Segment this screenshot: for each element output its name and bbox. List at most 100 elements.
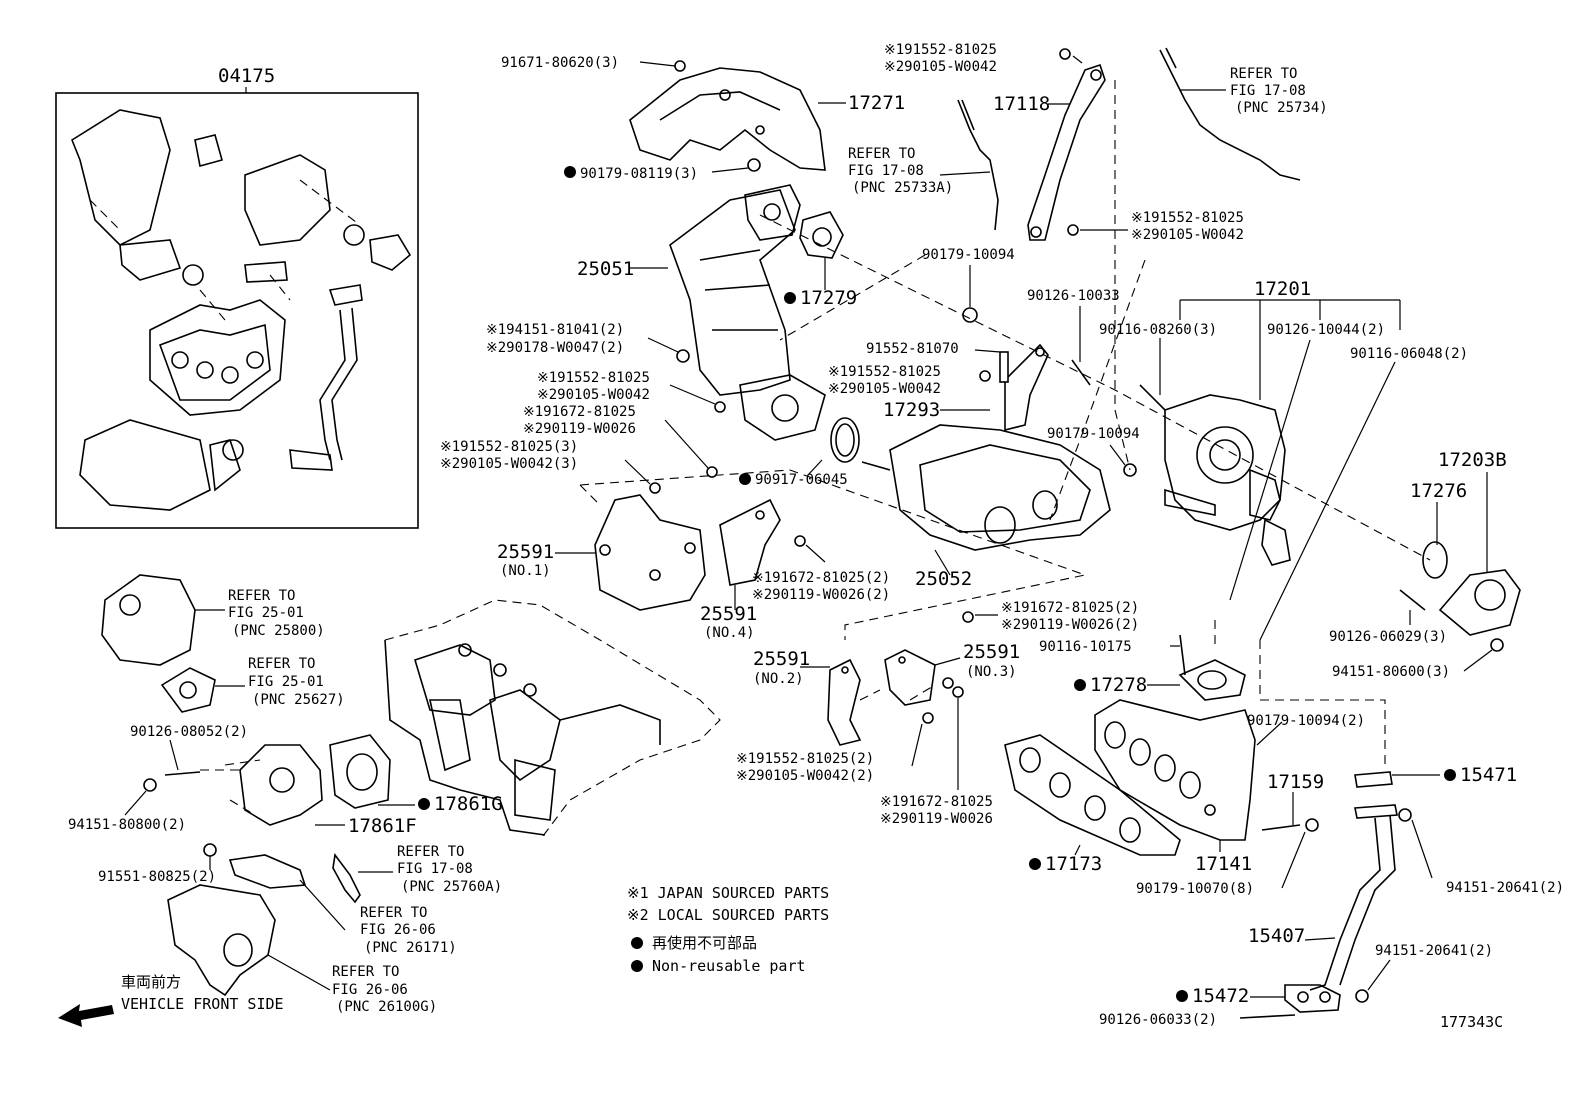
ref-25760A-l3: (PNC 25760A) bbox=[401, 879, 502, 895]
part-17278-gasket: 90116-10175 17278 bbox=[1039, 634, 1246, 701]
label-15472: 15472 bbox=[1192, 985, 1249, 1007]
label-no1-2: ※290105-W0042(3) bbox=[440, 456, 578, 472]
ref-25734-l2: FIG 17-08 bbox=[1230, 83, 1306, 99]
ref-26171-l2: FIG 26-06 bbox=[360, 922, 436, 938]
label-17278: 17278 bbox=[1090, 674, 1147, 696]
ref-26100G-l3: (PNC 26100G) bbox=[336, 999, 437, 1015]
label-no2-2: ※290105-W0042(2) bbox=[736, 768, 874, 784]
label-25591-no4: 25591 bbox=[700, 603, 757, 625]
ref-26171: REFER TO FIG 26-06 (PNC 26171) bbox=[228, 854, 457, 956]
label-90126-10044: 90126-10044(2) bbox=[1267, 322, 1385, 338]
part-17173-gasket: 17173 bbox=[1004, 734, 1181, 875]
label-94151-80800: 94151-80800(2) bbox=[68, 817, 186, 833]
part-17861F-housing: 17861F bbox=[200, 744, 417, 837]
housing-fasteners: 90126-08052(2) 94151-80800(2) 91551-8082… bbox=[68, 724, 248, 885]
label-91552-81070: 91552-81070 bbox=[866, 341, 959, 357]
label-90116-08260: 90116-08260(3) bbox=[1099, 322, 1217, 338]
label-15471: 15471 bbox=[1460, 764, 1517, 786]
label-no1: (NO.1) bbox=[500, 563, 551, 579]
legend-dot-jp bbox=[631, 937, 643, 949]
label-94151-80600: 94151-80600(3) bbox=[1332, 664, 1450, 680]
label-17861G: 17861G bbox=[434, 793, 503, 815]
label-no3-2: ※290119-W0026(2) bbox=[1001, 617, 1139, 633]
front-arrow-icon bbox=[58, 1004, 114, 1027]
ref-25760A-l2: FIG 17-08 bbox=[397, 861, 473, 877]
label-17861F: 17861F bbox=[348, 815, 417, 837]
label-90116-06048: 90116-06048(2) bbox=[1350, 346, 1468, 362]
label-25-a2: ※290105-W0042 bbox=[537, 387, 650, 403]
part-17203B-17276: 17203B 17276 90126-06029(3) 94151-80600(… bbox=[1329, 449, 1521, 680]
ref-25733A: REFER TO FIG 17-08 (PNC 25733A) bbox=[848, 99, 999, 231]
label-17118-b1: ※191552-81025 bbox=[1131, 210, 1244, 226]
label-290178-W0047: ※290178-W0047(2) bbox=[486, 340, 624, 356]
ref-25800-l3: (PNC 25800) bbox=[232, 623, 325, 639]
assembly-lines bbox=[579, 80, 1431, 770]
ref-25627: REFER TO FIG 25-01 (PNC 25627) bbox=[160, 656, 345, 713]
label-90917-06045: 90917-06045 bbox=[755, 472, 848, 488]
front-label-en: VEHICLE FRONT SIDE bbox=[121, 995, 284, 1013]
ref-25627-l2: FIG 25-01 bbox=[248, 674, 324, 690]
label-no4-1: ※191672-81025(2) bbox=[752, 570, 890, 586]
label-25591-no1: 25591 bbox=[497, 541, 554, 563]
ref-25627-l1: REFER TO bbox=[248, 656, 315, 672]
label-17293-a1: ※191552-81025 bbox=[828, 364, 941, 380]
label-91551-80825: 91551-80825(2) bbox=[98, 869, 216, 885]
ref-25734-l3: (PNC 25734) bbox=[1235, 100, 1328, 116]
part-90917-06045: 90917-06045 bbox=[739, 417, 860, 488]
part-17271-heat-insulator: 17271 91671-80620(3) 90179-08119(3) bbox=[501, 55, 905, 182]
label-no4-2: ※290119-W0026(2) bbox=[752, 587, 890, 603]
label-94151-20641-a: 94151-20641(2) bbox=[1446, 880, 1564, 896]
label-194151-81041: ※194151-81041(2) bbox=[486, 322, 624, 338]
part-25051-converter: 25051 bbox=[577, 184, 826, 441]
label-no2: (NO.2) bbox=[753, 671, 804, 687]
kit-04175-box: 04175 bbox=[55, 65, 419, 529]
label-17293-a2: ※290105-W0042 bbox=[828, 381, 941, 397]
label-17271: 17271 bbox=[848, 92, 905, 114]
engine-head-outline bbox=[384, 599, 721, 841]
ref-25733A-l3: (PNC 25733A) bbox=[852, 180, 953, 196]
part-25591-no2: 25591 (NO.2) bbox=[753, 648, 862, 746]
label-17203B: 17203B bbox=[1438, 449, 1507, 471]
stud-90126-10033: 90126-10033 bbox=[1027, 288, 1120, 386]
label-17201: 17201 bbox=[1254, 278, 1311, 300]
legend-nonreuse-en: Non-reusable part bbox=[652, 957, 806, 975]
label-25591-no2: 25591 bbox=[753, 648, 810, 670]
ref-26100G-l2: FIG 26-06 bbox=[332, 982, 408, 998]
label-no3-1: ※191672-81025(2) bbox=[1001, 600, 1139, 616]
label-25-b1: ※191672-81025 bbox=[523, 404, 636, 420]
label-25-b2: ※290119-W0026 bbox=[523, 421, 636, 437]
ref-25733A-l1: REFER TO bbox=[848, 146, 915, 162]
ref-25760A: REFER TO FIG 17-08 (PNC 25760A) bbox=[332, 844, 502, 904]
label-17118-a2: ※290105-W0042 bbox=[884, 59, 997, 75]
part-17141-manifold: 17141 90179-10094(2) bbox=[1094, 699, 1365, 875]
label-90126-08052: 90126-08052(2) bbox=[130, 724, 248, 740]
ref-26100G-l1: REFER TO bbox=[332, 964, 399, 980]
vehicle-front-indicator: 車両前方 VEHICLE FRONT SIDE bbox=[58, 973, 284, 1027]
part-25591-no3: 25591 (NO.3) ※191672-81025(2) ※290119-W0… bbox=[736, 600, 1139, 827]
legend-local-sourced: ※2 LOCAL SOURCED PARTS bbox=[627, 906, 829, 924]
legend-nonreuse-jp: 再使用不可部品 bbox=[652, 934, 757, 952]
label-25051: 25051 bbox=[577, 258, 634, 280]
label-94151-20641-b: 94151-20641(2) bbox=[1375, 943, 1493, 959]
converter-bolts: ※194151-81041(2) ※290178-W0047(2) ※19155… bbox=[486, 322, 726, 478]
part-25591-no4: 25591 (NO.4) ※191672-81025(2) ※290119-W0… bbox=[700, 498, 890, 641]
label-90179-10094-b: 90179-10094 bbox=[1047, 426, 1140, 442]
part-25591-no1: ※191552-81025(3) ※290105-W0042(3) 25591 … bbox=[440, 439, 706, 611]
label-90179-10094-a: 90179-10094 bbox=[922, 247, 1015, 263]
label-90179-10094-c: 90179-10094(2) bbox=[1247, 713, 1365, 729]
nut-90179-10094-b: 90179-10094 bbox=[1047, 426, 1140, 477]
part-15407-oil-line: 15471 94151-20641(2) 15407 15472 90126-0… bbox=[1099, 764, 1564, 1028]
label-no3: (NO.3) bbox=[966, 664, 1017, 680]
ref-26100G: REFER TO FIG 26-06 (PNC 26100G) bbox=[167, 884, 437, 1015]
legend-japan-sourced: ※1 JAPAN SOURCED PARTS bbox=[627, 884, 829, 902]
front-label-jp: 車両前方 bbox=[121, 973, 181, 991]
label-90126-06029: 90126-06029(3) bbox=[1329, 629, 1447, 645]
part-17118-stay: ※191552-81025 ※290105-W0042 17118 ※19155… bbox=[884, 42, 1244, 243]
non-reusable-mark bbox=[564, 166, 576, 178]
label-17118: 17118 bbox=[993, 93, 1050, 115]
kit-number-label: 04175 bbox=[218, 65, 275, 87]
part-17159-stud: 17159 90179-10070(8) bbox=[1136, 771, 1324, 897]
label-90116-10175: 90116-10175 bbox=[1039, 639, 1132, 655]
part-17293-bracket: 91552-81070 ※191552-81025 ※290105-W0042 … bbox=[828, 341, 1049, 432]
